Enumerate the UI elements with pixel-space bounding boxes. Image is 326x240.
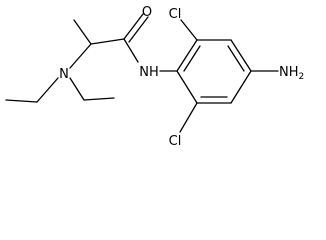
molecule-canvas: O NH N Cl Cl NH2: [5, 5, 304, 149]
bond-carbonyl-nh: [123, 38, 139, 63]
ring-bond-6-1: [176, 70, 198, 104]
bond-carbonyl-o-2: [128, 16, 149, 43]
ring-inner-3-4: [227, 45, 245, 72]
bond-ring-cl-top: [180, 19, 198, 41]
atom-amino-subscript: 2: [299, 72, 305, 82]
ring-bond-4-5: [230, 70, 252, 104]
atom-chlorine-bottom: Cl: [169, 134, 182, 149]
structure-diagram: O NH N Cl Cl NH2: [5, 5, 304, 149]
atom-amino-nh2: NH2: [279, 65, 304, 82]
atom-labels: O NH N Cl Cl NH2: [59, 5, 304, 149]
bond-methyl: [73, 19, 92, 45]
atom-chlorine-top: Cl: [169, 7, 182, 22]
bond-alpha-n: [69, 43, 92, 69]
ring-inner-1-2: [183, 45, 201, 72]
bonds: [5, 13, 279, 133]
atom-amine-n: N: [59, 67, 69, 82]
ring-bond-3-4: [230, 39, 252, 72]
bond-n-ethyl2-b: [83, 97, 115, 101]
atom-amide-nh: NH: [139, 65, 159, 80]
bond-ring-cl-bottom: [179, 102, 198, 133]
bond-n-ethyl2-a: [69, 77, 85, 101]
bond-n-ethyl1-a: [36, 77, 59, 103]
bond-alpha-carbonyl: [90, 38, 125, 45]
ring-bond-1-2: [176, 39, 198, 72]
atom-amino-nh-text: NH: [279, 65, 299, 80]
bond-n-ethyl1-b: [5, 99, 38, 103]
bond-carbonyl-o-1: [123, 13, 144, 40]
atom-oxygen: O: [142, 5, 152, 20]
